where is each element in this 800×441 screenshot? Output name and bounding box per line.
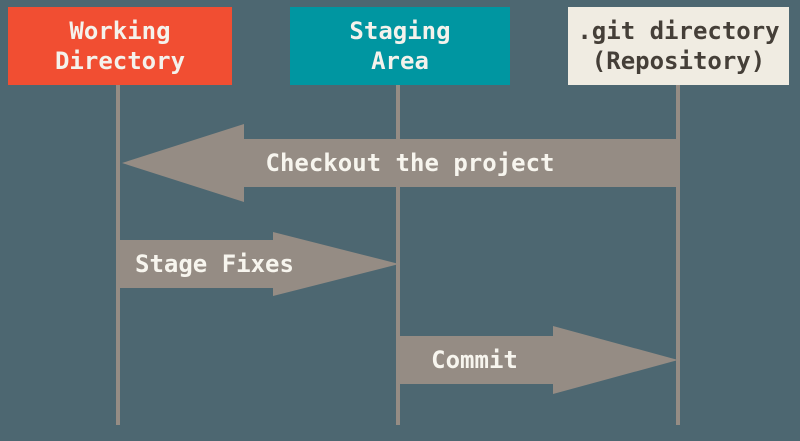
- git-directory-label-line1: .git directory: [577, 17, 780, 45]
- working-directory-label-line2: Directory: [54, 47, 186, 75]
- checkout-arrow-label: Checkout the project: [265, 149, 555, 177]
- commit-arrow-head-right-icon: [553, 326, 678, 394]
- staging-area-label-line1: Staging: [349, 17, 451, 45]
- working-directory-box: Working Directory: [8, 7, 232, 85]
- git-directory-box: .git directory (Repository): [568, 7, 789, 85]
- staging-area-box: Staging Area: [290, 7, 510, 85]
- git-directory-label-line2: (Repository): [591, 47, 766, 75]
- stage-fixes-arrow-band: [116, 240, 273, 288]
- staging-area-label-line2: Area: [371, 47, 429, 75]
- stage-fixes-arrow-label: Stage Fixes: [135, 250, 294, 278]
- checkout-arrow-band: [244, 139, 680, 187]
- stage-fixes-arrow-head-right-icon: [273, 232, 399, 296]
- commit-arrow-label: Commit: [431, 346, 518, 374]
- working-directory-label-line1: Working: [69, 17, 171, 45]
- git-directory-lifeline: [676, 85, 680, 425]
- commit-arrow-band: [396, 336, 553, 384]
- checkout-arrow-head-left-icon: [122, 124, 244, 202]
